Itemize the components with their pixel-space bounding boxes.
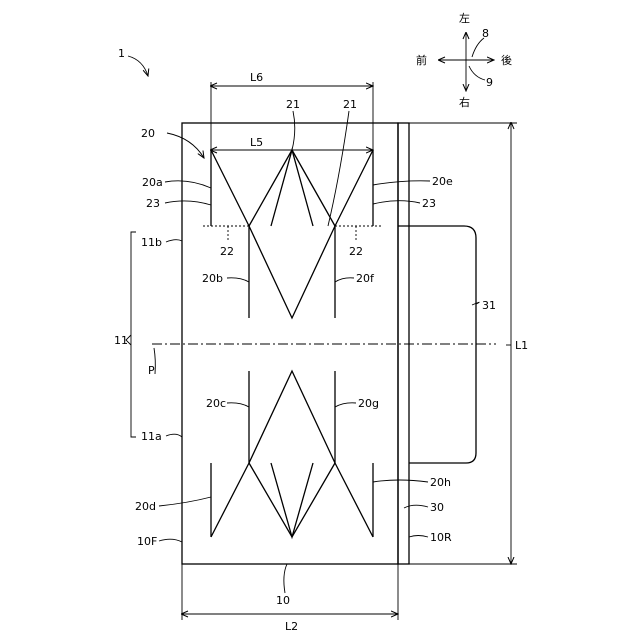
label-20g: 20g [358, 397, 379, 410]
fold-bottom-center [271, 463, 313, 537]
base-outline [182, 123, 398, 564]
dim-l2-label: L2 [285, 620, 298, 633]
label-23-right: 23 [422, 197, 436, 210]
leader-20h [373, 480, 428, 482]
label-21-left: 21 [286, 98, 300, 111]
label-20e: 20e [432, 175, 453, 188]
label-10f: 10F [137, 535, 157, 548]
leader-10r [409, 536, 428, 538]
label-10: 10 [276, 594, 290, 607]
label-20h: 20h [430, 476, 451, 489]
leader-23-left [165, 201, 211, 205]
leader-20b [227, 278, 249, 282]
leader-20a [165, 181, 211, 188]
leader-30 [404, 505, 428, 508]
leader-1 [128, 56, 148, 76]
leader-20 [167, 133, 204, 158]
label-10r: 10R [430, 531, 452, 544]
label-20a: 20a [142, 176, 163, 189]
leader-20g [335, 403, 356, 407]
dim-l5-label: L5 [250, 136, 263, 149]
label-21-right: 21 [343, 98, 357, 111]
rear-wall-strip [398, 123, 409, 564]
leader-10 [284, 564, 287, 593]
dim-l6-label: L6 [250, 71, 263, 84]
compass-left-label: 左 [459, 12, 470, 25]
leader-9 [469, 66, 485, 80]
label-31: 31 [482, 299, 496, 312]
fold-line-upper-inner [249, 150, 335, 226]
label-11a: 11a [141, 430, 162, 443]
tab-outline [398, 226, 476, 463]
label-22-left: 22 [220, 245, 234, 258]
fold-line-upper-outer [211, 150, 373, 318]
label-30: 30 [430, 501, 444, 514]
leader-11b [166, 240, 182, 242]
label-22-right: 22 [349, 245, 363, 258]
leader-21-right [328, 111, 349, 226]
figure-ref-number: 1 [118, 47, 125, 60]
label-23-left: 23 [146, 197, 160, 210]
leader-10f [159, 539, 182, 542]
compass-rear-label: 後 [501, 53, 512, 67]
leader-8 [472, 38, 484, 57]
fold-line-lower-outer [211, 371, 373, 537]
compass-axis-8: 8 [482, 27, 489, 40]
leader-20f [335, 278, 354, 282]
label-20d: 20d [135, 500, 156, 513]
leader-20d [159, 497, 211, 506]
compass-axis-9: 9 [486, 76, 493, 89]
compass-front-label: 前 [416, 53, 427, 67]
dim-l1-label: L1 [515, 339, 528, 352]
label-20: 20 [141, 127, 155, 140]
leader-23-right [373, 201, 420, 204]
label-11b: 11b [141, 236, 162, 249]
leader-20e [373, 181, 430, 185]
label-11: 11 [114, 334, 128, 347]
label-20b: 20b [202, 272, 223, 285]
label-20f: 20f [356, 272, 375, 285]
fold-21-left [271, 150, 313, 226]
label-20c: 20c [206, 397, 226, 410]
leader-20c [227, 403, 249, 407]
label-p: P [148, 364, 155, 377]
fold-line-lower-inner [249, 463, 335, 537]
compass-right-label: 右 [459, 95, 470, 109]
bracket-11 [131, 232, 136, 437]
leader-21-left [292, 111, 295, 150]
leader-11a [166, 434, 182, 437]
